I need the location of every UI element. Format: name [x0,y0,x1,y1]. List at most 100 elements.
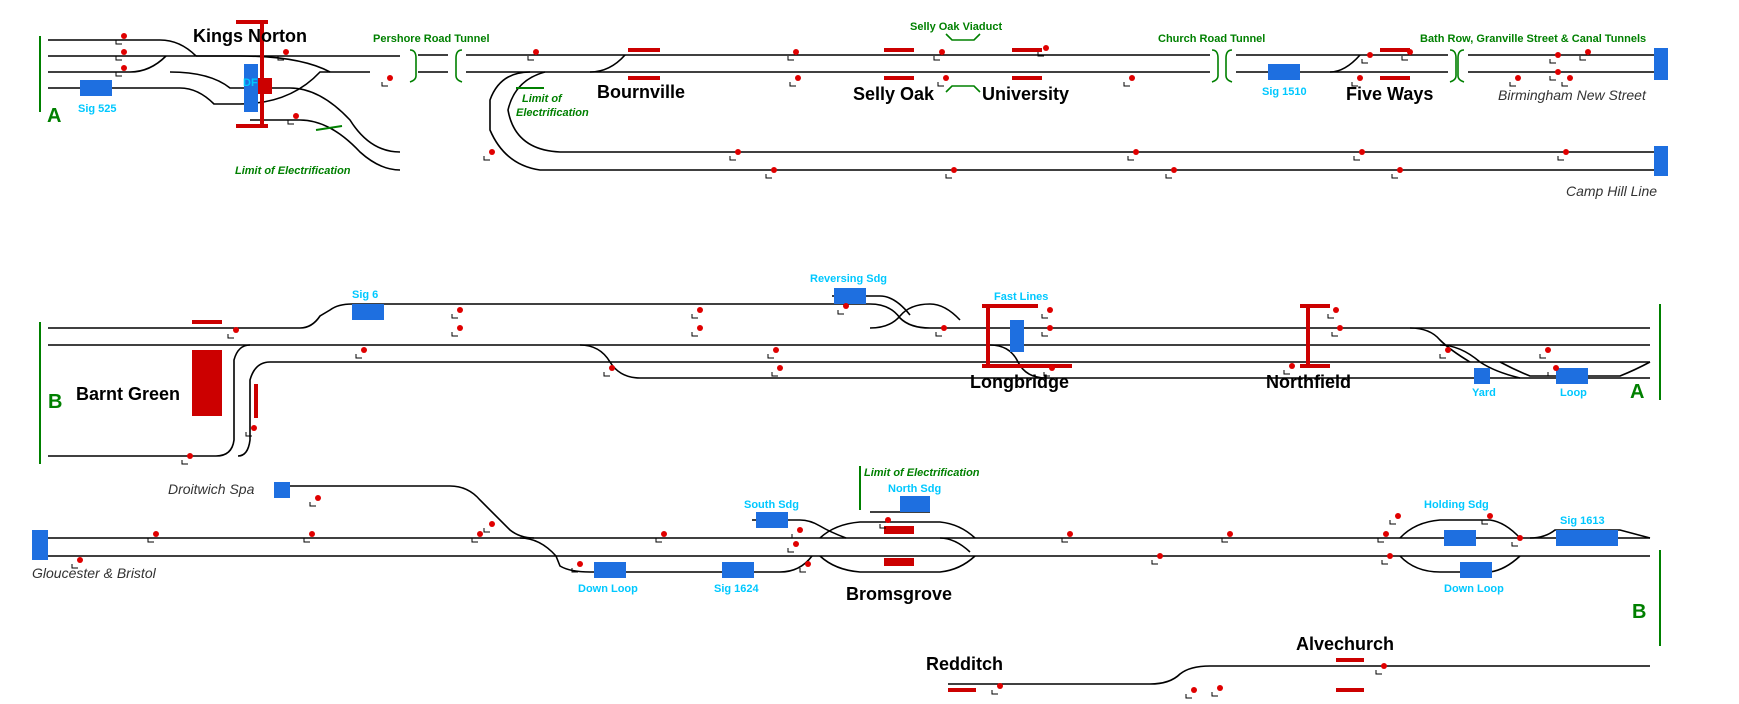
signal-head[interactable] [361,347,367,353]
signal-head[interactable] [251,425,257,431]
signal-head[interactable] [777,365,783,371]
signal-head[interactable] [1555,52,1561,58]
signal-head[interactable] [1043,45,1049,51]
signal-head[interactable] [1381,663,1387,669]
signal-head[interactable] [1585,49,1591,55]
signal-head[interactable] [309,531,315,537]
signal-head[interactable] [1545,347,1551,353]
signal-head[interactable] [1359,149,1365,155]
signal-head[interactable] [939,49,945,55]
signal-head[interactable] [773,347,779,353]
signal-post [767,354,774,359]
berth-sig6[interactable] [352,304,384,320]
signal-head[interactable] [533,49,539,55]
signal-head[interactable] [805,561,811,567]
signal-head[interactable] [1049,365,1055,371]
signal-head[interactable] [1133,149,1139,155]
berth-gloucester[interactable] [32,530,48,560]
berth-yard[interactable] [1474,368,1490,384]
signal-head[interactable] [697,325,703,331]
berth-new-street[interactable] [1654,48,1668,80]
berth-sig1510[interactable] [1268,64,1300,80]
signal-head[interactable] [1171,167,1177,173]
signal-head[interactable] [1487,513,1493,519]
signal-head[interactable] [187,453,193,459]
track-a-junction3 [250,119,401,171]
signal-head[interactable] [315,495,321,501]
berth-north-sdg[interactable] [900,496,930,512]
berth-holding-sdg-label: Holding Sdg [1424,499,1489,511]
signal-head[interactable] [1289,363,1295,369]
signal-head[interactable] [457,325,463,331]
berth-camp-hill[interactable] [1654,146,1668,176]
signal-head[interactable] [735,149,741,155]
signal-head[interactable] [997,683,1003,689]
signal-head[interactable] [661,531,667,537]
signal-post [571,568,578,573]
signal-head[interactable] [1333,307,1339,313]
berth-sig1624[interactable] [722,562,754,578]
berth-reversing-sdg[interactable] [834,288,866,304]
signal-head[interactable] [1395,513,1401,519]
signal-head[interactable] [1555,69,1561,75]
signal-head[interactable] [489,521,495,527]
signal-head[interactable] [121,49,127,55]
signal-head[interactable] [1191,687,1197,693]
berth-sig525[interactable] [80,80,112,96]
signal-head[interactable] [1047,325,1053,331]
signal-head[interactable] [1407,49,1413,55]
signal-head[interactable] [1517,535,1523,541]
signal-head[interactable] [795,75,801,81]
signal-head[interactable] [1567,75,1573,81]
signal-head[interactable] [121,65,127,71]
signal-head[interactable] [1337,325,1343,331]
signal-head[interactable] [1397,167,1403,173]
signal-head[interactable] [941,325,947,331]
signal-head[interactable] [457,307,463,313]
signal-head[interactable] [793,49,799,55]
berth-longbridge[interactable] [1010,320,1024,352]
berth-droitwich[interactable] [274,482,290,498]
signal-head[interactable] [1367,52,1373,58]
signal-head[interactable] [697,307,703,313]
signal-head[interactable] [387,75,393,81]
signal-head[interactable] [843,303,849,309]
signal-head[interactable] [1067,531,1073,537]
signal-head[interactable] [1357,75,1363,81]
signal-head[interactable] [233,327,239,333]
signal-head[interactable] [489,149,495,155]
signal-head[interactable] [609,365,615,371]
berth-loop[interactable] [1556,368,1588,384]
signal-head[interactable] [885,517,891,523]
berth-kings-norton[interactable] [244,64,258,112]
signal-head[interactable] [951,167,957,173]
berth-holding-sdg[interactable] [1444,530,1476,546]
signal-head[interactable] [793,541,799,547]
signal-head[interactable] [577,561,583,567]
signal-head[interactable] [943,75,949,81]
signal-head[interactable] [1515,75,1521,81]
signal-head[interactable] [1383,531,1389,537]
signal-head[interactable] [1563,149,1569,155]
berth-down-loop-2[interactable] [1460,562,1492,578]
signal-head[interactable] [1387,553,1393,559]
signal-head[interactable] [1227,531,1233,537]
signal-head[interactable] [477,531,483,537]
signal-head[interactable] [797,527,803,533]
signal-head[interactable] [1553,365,1559,371]
signal-head[interactable] [1047,307,1053,313]
berth-south-sdg[interactable] [756,512,788,528]
berth-down-loop-1[interactable] [594,562,626,578]
signal-post [837,310,844,315]
signal-head[interactable] [1445,347,1451,353]
signal-head[interactable] [1157,553,1163,559]
signal-head[interactable] [153,531,159,537]
signal-head[interactable] [283,49,289,55]
signal-head[interactable] [1129,75,1135,81]
signal-head[interactable] [771,167,777,173]
signal-head[interactable] [293,113,299,119]
signal-head[interactable] [77,557,83,563]
berth-sig1613[interactable] [1556,530,1618,546]
signal-head[interactable] [1217,685,1223,691]
signal-head[interactable] [121,33,127,39]
